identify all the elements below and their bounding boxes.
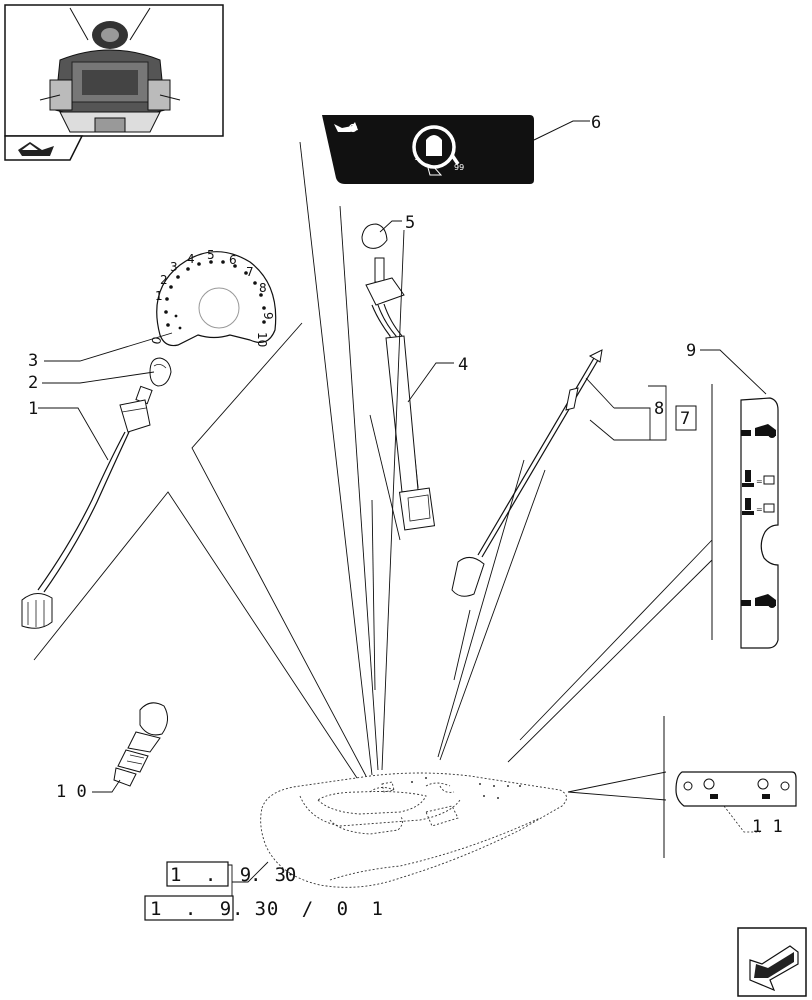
- speed-dial-decal: 0 1 2 3 4 5 6 7 8 9 10: [149, 248, 277, 347]
- dial-number: 10: [255, 332, 269, 347]
- decal6-right-number: 99: [454, 163, 464, 172]
- callout-4: 4: [458, 355, 468, 375]
- svg-text:. 0: . 0: [250, 864, 302, 886]
- knob-2: [149, 357, 172, 387]
- callout-7-box: [675, 405, 697, 431]
- decal-9: = =: [740, 397, 779, 649]
- decal-6: 1 99: [322, 115, 534, 184]
- dial-number: 1: [155, 289, 163, 303]
- callout-11: 1 1: [752, 817, 783, 837]
- callout-10: 1 0: [56, 782, 87, 802]
- dial-number: 7: [246, 265, 254, 279]
- decal6-left-number: 1: [414, 153, 419, 162]
- dial-number: 0: [149, 336, 164, 346]
- knob-5: [361, 223, 388, 249]
- panel-11: [675, 771, 797, 807]
- potentiometer-1: [21, 385, 153, 629]
- dial-number: 5: [207, 248, 215, 262]
- page-flip-icon[interactable]: [4, 135, 84, 161]
- dial-number: 8: [259, 281, 267, 295]
- callout-5: 5: [405, 213, 415, 233]
- svg-text:=: =: [756, 505, 763, 514]
- callout-3: 3: [28, 351, 38, 371]
- svg-text:1 . 9 3: 1 . 9 3: [170, 864, 292, 886]
- control-console: [260, 772, 567, 888]
- callout-9: 9: [686, 341, 696, 361]
- control-rod-7: [451, 349, 603, 597]
- explosion-lines: [33, 141, 713, 801]
- switch-4: [365, 257, 436, 531]
- callout-2: 2: [28, 373, 38, 393]
- callout-1: 1: [28, 399, 38, 419]
- dial-number: 3: [170, 260, 178, 274]
- svg-text:1 . 9 3: 1 . 9 3: [150, 898, 272, 920]
- callout-8: 8: [654, 399, 664, 419]
- tractor-thumbnail[interactable]: [4, 4, 224, 137]
- page-reference-1[interactable]: 1 . 9 3 . 0: [166, 861, 302, 887]
- lever-knob-10: [113, 702, 168, 787]
- svg-text:. 0 / 0 1: . 0 / 0 1: [232, 898, 389, 920]
- leader-lines: [38, 220, 767, 896]
- dial-number: 4: [187, 252, 195, 266]
- dial-number: 6: [229, 253, 237, 267]
- dial-number: 9: [261, 312, 275, 320]
- svg-text:=: =: [756, 477, 763, 486]
- dial-number: 2: [160, 273, 168, 287]
- page-reference-2[interactable]: 1 . 9 3 . 0 / 0 1: [144, 895, 389, 921]
- callout-7: 7: [680, 409, 690, 429]
- next-page-arrow-icon[interactable]: [737, 927, 807, 997]
- callout-6: 6: [591, 113, 601, 133]
